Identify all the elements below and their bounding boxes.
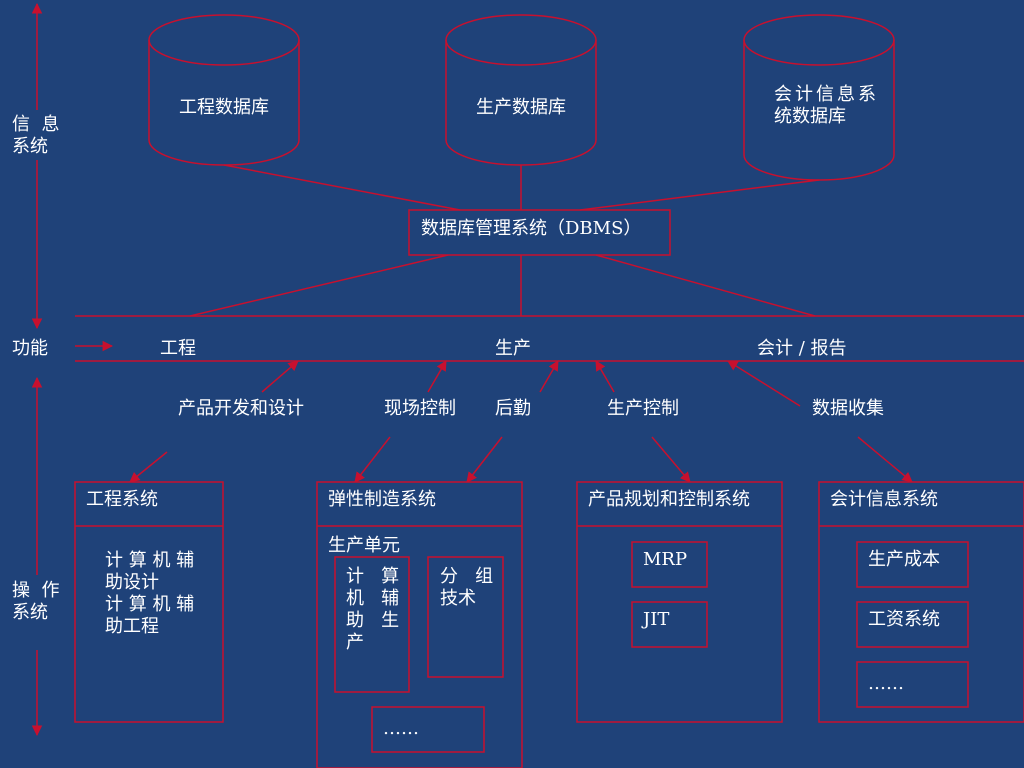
engineering-system-title: 工程系统 xyxy=(86,489,158,510)
engineering-system-content: 计 算 机 辅 助设计 计 算 机 辅 助工程 xyxy=(105,550,195,637)
activity-data-collection: 数据收集 xyxy=(812,398,884,419)
payroll-label: 工资系统 xyxy=(868,609,940,630)
dbms-label: 数据库管理系统（DBMS） xyxy=(421,218,642,239)
mrp-box xyxy=(631,541,708,588)
gt-content: 分 组 技术 xyxy=(440,566,494,609)
engineering-system-box xyxy=(74,481,224,723)
cam-content: 计 算 机 辅 助 生 产 xyxy=(346,566,400,653)
engineering-db-label: 工程数据库 xyxy=(179,97,269,118)
activity-shop-floor: 现场控制 xyxy=(384,398,456,419)
fms-box xyxy=(316,481,523,768)
fms-more: …… xyxy=(383,718,419,739)
accounting-db-label: 会计信息系 统数据库 xyxy=(774,84,879,127)
accounting-db-cylinder xyxy=(743,14,895,181)
accounting-system-box xyxy=(818,481,1024,723)
accounting-system-title: 会计信息系统 xyxy=(830,489,938,510)
acct-more: …… xyxy=(868,673,904,694)
cam-box xyxy=(334,556,410,693)
fms-cell-label: 生产单元 xyxy=(328,535,400,556)
production-db-label: 生产数据库 xyxy=(476,97,566,118)
function-production: 生产 xyxy=(495,338,531,359)
info-system-label: 信 息 系统 xyxy=(12,114,60,158)
cost-box xyxy=(856,541,969,588)
payroll-box xyxy=(856,601,969,648)
cost-label: 生产成本 xyxy=(868,549,940,570)
ops-system-label: 操 作 系统 xyxy=(12,580,60,624)
jit-box xyxy=(631,601,708,648)
function-engineering: 工程 xyxy=(160,338,196,359)
function-label: 功能 xyxy=(12,338,48,359)
engineering-db-cylinder xyxy=(148,14,300,166)
jit-label: JIT xyxy=(643,609,670,630)
planning-system-title: 产品规划和控制系统 xyxy=(588,489,750,510)
mrp-label: MRP xyxy=(643,549,688,570)
activity-logistics: 后勤 xyxy=(495,398,531,419)
planning-system-box xyxy=(576,481,783,723)
function-accounting-report: 会计 / 报告 xyxy=(757,338,847,359)
production-db-cylinder xyxy=(445,14,597,166)
fms-title: 弹性制造系统 xyxy=(328,489,436,510)
fms-more-box xyxy=(371,706,485,753)
dbms-box xyxy=(408,209,671,256)
activity-production-control: 生产控制 xyxy=(607,398,679,419)
activity-product-dev: 产品开发和设计 xyxy=(178,398,304,419)
gt-box xyxy=(427,556,504,678)
acct-more-box xyxy=(856,661,969,708)
